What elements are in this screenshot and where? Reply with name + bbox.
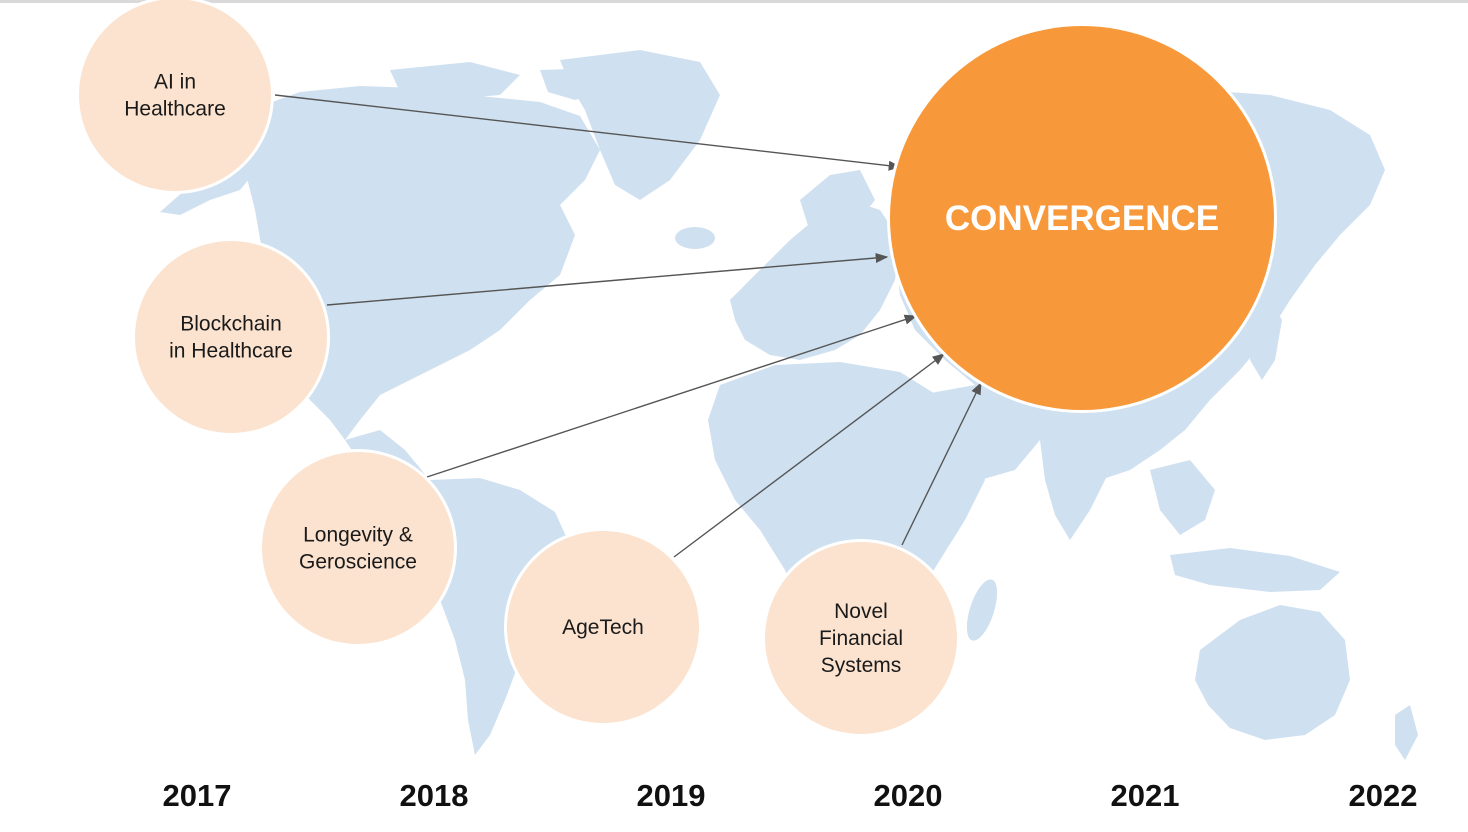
map-arctic-islands (390, 62, 520, 100)
node-label-line: Longevity & (303, 524, 413, 547)
arrow-1 (274, 94, 902, 171)
hub-circle (890, 26, 1274, 410)
convergence-hub: CONVERGENCE (887, 23, 1277, 413)
map-japan (1245, 290, 1282, 380)
node-label-line: AI in (154, 71, 196, 94)
year-label-2017: 2017 (163, 778, 232, 813)
map-greenland (560, 50, 720, 200)
map-north-america (240, 86, 600, 440)
year-label-2022: 2022 (1349, 778, 1418, 813)
map-scandinavia (800, 170, 875, 240)
node-label-line: in Healthcare (169, 340, 293, 363)
map-madagascar (966, 579, 998, 641)
node-label-line: Systems (821, 654, 902, 677)
map-india (1040, 430, 1110, 540)
year-label-2018: 2018 (400, 778, 469, 813)
node-circle (79, 0, 271, 191)
map-southeast-asia (1150, 460, 1215, 535)
node-label-line: Blockchain (180, 313, 282, 336)
year-label-2019: 2019 (637, 778, 706, 813)
arrow-2 (326, 252, 889, 306)
map-uk (745, 270, 770, 315)
map-new-zealand (1395, 705, 1418, 760)
topic-node-2: Blockchain in Healthcare (132, 238, 330, 436)
map-africa (708, 362, 985, 710)
node-circle (765, 542, 957, 734)
top-border (0, 0, 1468, 3)
map-indonesia (1170, 548, 1340, 592)
node-circle (507, 531, 699, 723)
node-circle (262, 452, 454, 644)
hub-label: CONVERGENCE (945, 199, 1219, 238)
connection-arrows (274, 94, 982, 558)
node-label-line: Novel (834, 600, 888, 623)
node-label-line: AgeTech (562, 616, 644, 639)
year-label-2021: 2021 (1111, 778, 1180, 813)
node-label-line: Financial (819, 627, 903, 650)
arrow-3 (426, 314, 918, 478)
year-label-2020: 2020 (874, 778, 943, 813)
node-circle (135, 241, 327, 433)
topic-node-3: Longevity & Geroscience (259, 449, 457, 647)
arrow-5 (901, 381, 982, 546)
map-europe (730, 200, 900, 360)
arrow-4 (673, 353, 946, 558)
topic-node-1: AI in Healthcare (76, 0, 274, 194)
topic-node-4: AgeTech (504, 528, 702, 726)
node-label-line: Healthcare (124, 98, 226, 121)
map-iceland (675, 227, 715, 249)
map-australia (1195, 605, 1350, 740)
year-timeline: 2017 2018 2019 2020 2021 2022 (163, 778, 1418, 813)
node-label-line: Geroscience (299, 551, 417, 574)
